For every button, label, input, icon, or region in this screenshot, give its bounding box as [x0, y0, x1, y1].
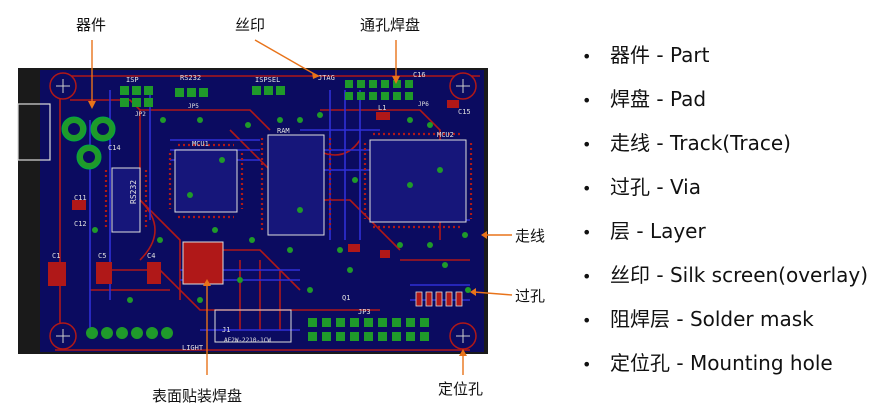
bullet-icon: • — [582, 311, 592, 330]
silk-c4: C4 — [147, 252, 155, 260]
callout-via: 过孔 — [515, 287, 546, 305]
silk-rs232-chip: RS232 — [129, 180, 138, 204]
glossary-en: Pad — [669, 87, 707, 111]
silk-mcu1: MCU1 — [192, 140, 209, 148]
silk-jtag: JTAG — [318, 74, 335, 82]
callout-through-pad: 通孔焊盘 — [360, 16, 421, 34]
glossary-item: •过孔 - Via — [582, 172, 868, 216]
silk-c16: C16 — [413, 71, 426, 79]
mounting-holes — [49, 72, 477, 350]
bullet-icon: • — [582, 179, 592, 198]
glossary-en: Mounting hole — [689, 351, 833, 375]
mounting-hole-crosses — [56, 79, 470, 343]
header-pads — [120, 80, 429, 341]
silk-ram: RAM — [277, 127, 290, 135]
callout-mounting-hole: 定位孔 — [438, 380, 484, 398]
bullet-icon: • — [582, 223, 592, 242]
ic-bodies — [111, 134, 467, 285]
bullet-icon: • — [582, 135, 592, 154]
bottom-layer-traces — [55, 75, 480, 351]
callout-silk: 丝印 — [235, 16, 266, 34]
glossary-zh: 焊盘 — [610, 87, 650, 111]
silk-rs232: RS232 — [180, 74, 201, 82]
silk-ispsel: ISPSEL — [255, 76, 280, 84]
callout-part: 器件 — [76, 16, 107, 34]
glossary-item: •定位孔 - Mounting hole — [582, 348, 868, 392]
silk-isp: ISP — [126, 76, 139, 84]
bullet-icon: • — [582, 91, 592, 110]
callout-track: 走线 — [515, 227, 546, 245]
silk-jp3: JP3 — [358, 308, 371, 316]
glossary-zh: 过孔 — [610, 175, 650, 199]
glossary-item: •走线 - Track(Trace) — [582, 128, 868, 172]
glossary-list: •器件 - Part •焊盘 - Pad •走线 - Track(Trace) … — [582, 40, 868, 392]
callout-lines — [88, 39, 513, 375]
callout-smd-pad: 表面贴装焊盘 — [152, 387, 243, 405]
silk-c11: C11 — [74, 194, 87, 202]
glossary-en: Silk screen(overlay) — [669, 263, 869, 287]
silk-q1: Q1 — [342, 294, 350, 302]
smd-passives — [48, 100, 459, 286]
glossary-item: •焊盘 - Pad — [582, 84, 868, 128]
silk-c5: C5 — [98, 252, 106, 260]
silk-mcu2: MCU2 — [437, 131, 454, 139]
power-jack-drills — [68, 123, 109, 163]
silk-jp5: JP5 — [188, 103, 199, 110]
silk-l1: L1 — [378, 104, 386, 112]
glossary-en: Via — [669, 175, 701, 199]
glossary-zh: 走线 — [610, 131, 650, 155]
glossary-item: •丝印 - Silk screen(overlay) — [582, 260, 868, 304]
glossary-en: Layer — [649, 219, 706, 243]
bullet-icon: • — [582, 355, 592, 374]
silk-labels: ISP RS232 ISPSEL JTAG C16 C15 MCU1 RAM M… — [52, 71, 471, 352]
glossary-zh: 器件 — [610, 43, 650, 67]
glossary-item: •阻焊层 - Solder mask — [582, 304, 868, 348]
silk-jp2: JP2 — [135, 111, 146, 118]
bullet-icon: • — [582, 267, 592, 286]
j1-outline — [214, 309, 292, 343]
glossary-zh: 层 — [610, 219, 630, 243]
silk-c15: C15 — [458, 108, 471, 116]
glossary-item: •层 - Layer — [582, 216, 868, 260]
silk-conn: AF2W-2210-1CW — [224, 337, 271, 344]
glossary-en: Solder mask — [689, 307, 814, 331]
glossary-zh: 丝印 — [610, 263, 650, 287]
glossary-en: Track(Trace) — [669, 131, 791, 155]
silk-c1: C1 — [52, 252, 60, 260]
silk-jp6: JP6 — [418, 101, 429, 108]
silk-light: LIGHT — [182, 344, 204, 352]
silk-c12: C12 — [74, 220, 87, 228]
smd-row-right — [415, 291, 463, 307]
bullet-icon: • — [582, 47, 592, 66]
light-header-pads — [86, 327, 173, 339]
silk-c14: C14 — [108, 144, 121, 152]
vias — [92, 112, 471, 303]
power-jack-outline — [17, 103, 51, 161]
glossary-en: Part — [669, 43, 710, 67]
glossary-zh: 阻焊层 — [610, 307, 670, 331]
ic-pins — [104, 132, 473, 232]
glossary-item: •器件 - Part — [582, 40, 868, 84]
silk-j1: J1 — [222, 326, 230, 334]
glossary-zh: 定位孔 — [610, 351, 670, 375]
